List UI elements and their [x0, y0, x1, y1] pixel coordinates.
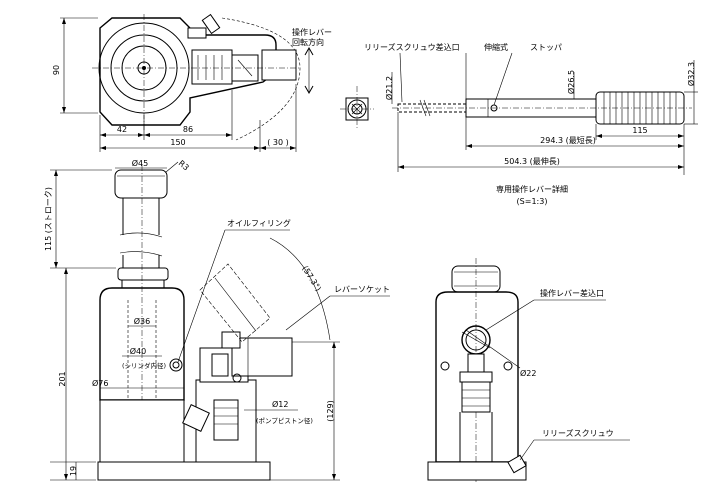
dim-86: 86 [183, 125, 193, 134]
dim-42: 42 [117, 125, 127, 134]
dim-19: 19 [69, 466, 78, 476]
dim-115-grip: 115 [632, 126, 647, 135]
pump-piston-label: (ポンプピストン径) [256, 416, 313, 425]
dim-d12: Ø12 [272, 399, 288, 409]
cylinder-inner-label: (シリンダ内径) [122, 361, 166, 370]
side-view: (57.3°) 115 (ストローク) 201 19 Ø45 R3 Ø36 Ø4… [44, 158, 390, 481]
dim-r3: R3 [177, 159, 191, 173]
dim-d22: Ø22 [520, 368, 536, 378]
lever-rotation-label-2: 回転方向 [292, 37, 324, 47]
lever-detail: リリーズスクリュウ差込口 伸縮式 ストッパ Ø21.2 Ø26.5 Ø32.3 … [340, 42, 698, 206]
dim-201: 201 [58, 371, 67, 386]
dim-150: 150 [170, 138, 185, 147]
stopper-label: ストッパ [530, 43, 562, 52]
dim-d32-3: Ø32.3 [686, 62, 696, 86]
release-screw-inlet-label: リリーズスクリュウ差込口 [364, 42, 460, 52]
dim-90: 90 [52, 65, 61, 75]
dim-shortest: 294.3 (最短長) [540, 135, 596, 145]
dim-d26-5: Ø26.5 [566, 70, 576, 94]
top-view: 90 42 86 150 ( 30 ) 操作レバー 回転方向 [52, 13, 332, 152]
lever-detail-scale: (S=1:3) [517, 197, 548, 206]
dim-d76: Ø76 [92, 378, 108, 388]
front-view: 操作レバー差込口 Ø22 リリーズスクリュウ [427, 258, 630, 482]
dim-stroke: 115 (ストローク) [44, 187, 53, 251]
lever-rotation-label-1: 操作レバー [292, 27, 332, 37]
dim-angle: (57.3°) [300, 264, 323, 293]
oil-filling-label: オイルフィリング [227, 218, 291, 228]
dim-d21-2: Ø21.2 [384, 76, 394, 100]
lever-inlet-label: 操作レバー差込口 [540, 288, 604, 298]
dim-longest: 504.3 (最伸長) [504, 156, 560, 166]
dim-129: (129) [326, 400, 335, 422]
lever-socket-label: レバーソケット [334, 285, 390, 294]
lever-detail-caption: 専用操作レバー詳細 [496, 184, 568, 194]
dim-d36: Ø36 [134, 316, 150, 326]
telescopic-label: 伸縮式 [484, 42, 508, 52]
dim-d40: Ø40 [130, 346, 146, 356]
dim-d45: Ø45 [132, 158, 148, 168]
release-screw-label: リリーズスクリュウ [542, 428, 614, 438]
dim-30: ( 30 ) [267, 138, 289, 147]
